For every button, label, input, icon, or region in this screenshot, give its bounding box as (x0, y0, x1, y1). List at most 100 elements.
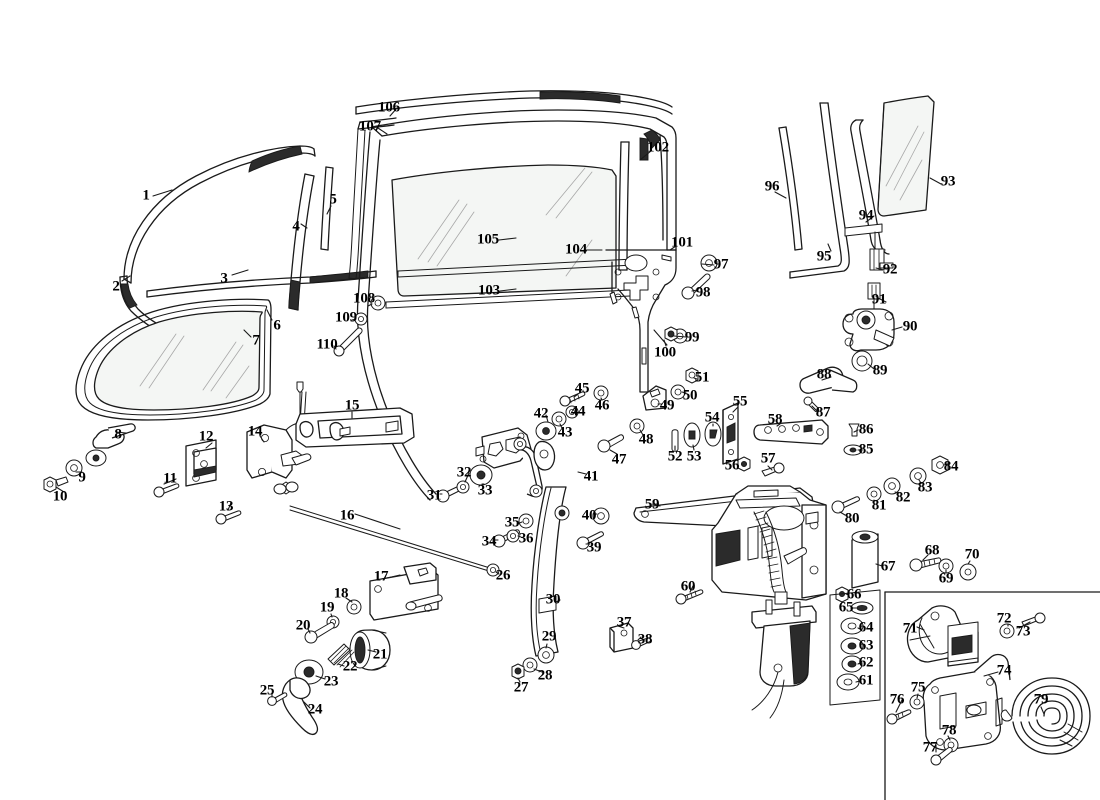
callout-101: 101 (671, 234, 693, 251)
callout-78: 78 (941, 722, 957, 739)
part-7-quarter-glass (93, 310, 263, 411)
part-39-bolt (576, 531, 604, 550)
callout-36: 36 (518, 530, 534, 547)
part-43-washer (551, 411, 567, 427)
part-68-bolt (909, 557, 942, 572)
callout-23: 23 (323, 673, 339, 690)
part-50-washer (670, 384, 686, 400)
callout-54: 54 (704, 409, 720, 426)
part-6-quarter-glass-seal (75, 298, 272, 421)
part-77-bolt (930, 747, 953, 766)
callout-37: 37 (616, 614, 632, 631)
callout-58: 58 (767, 411, 783, 428)
part-13-screw (215, 510, 242, 525)
part-70-washer (959, 563, 977, 581)
callout-11: 11 (163, 470, 177, 487)
callout-66: 66 (846, 586, 862, 603)
callout-88: 88 (816, 366, 832, 383)
callout-104: 104 (565, 241, 587, 258)
part-51-nut (685, 367, 699, 384)
part-86-screw (848, 423, 860, 437)
part-88-lever (799, 366, 858, 394)
callout-75: 75 (910, 679, 926, 696)
callout-67: 67 (880, 558, 896, 575)
callout-2: 2 (112, 278, 120, 295)
part-74-pump-housing (922, 653, 1011, 751)
part-67-spacer-sleeve (851, 530, 879, 589)
callout-60: 60 (680, 578, 696, 595)
part-89-bushing (851, 350, 873, 372)
part-84-nut (931, 455, 949, 475)
callout-46: 46 (594, 397, 610, 414)
callout-71: 71 (902, 620, 918, 637)
part-106-upper-outer-moulding (355, 90, 673, 115)
callout-22: 22 (342, 658, 358, 675)
part-62-washer (841, 655, 863, 673)
part-36-washer (506, 529, 520, 543)
callout-32: 32 (456, 464, 472, 481)
part-20-screw (304, 622, 335, 644)
part-102-door-frame (371, 109, 677, 251)
part-72-washer (999, 623, 1015, 639)
callout-57: 57 (760, 450, 776, 467)
callout-39: 39 (586, 539, 602, 556)
callout-86: 86 (858, 421, 874, 438)
part-38-screw (631, 637, 652, 650)
callout-87: 87 (815, 404, 831, 421)
part-35-washer (518, 513, 534, 529)
part-4-division-channel (288, 173, 315, 311)
callout-3: 3 (220, 270, 228, 287)
callout-14: 14 (247, 423, 263, 440)
part-75-washer (909, 694, 925, 710)
part-10-nut (43, 476, 69, 493)
callout-25: 25 (259, 682, 275, 699)
callout-35: 35 (504, 514, 520, 531)
callout-34: 34 (481, 533, 497, 550)
callout-64: 64 (858, 619, 874, 636)
part-32-washer (456, 480, 470, 494)
callout-31: 31 (426, 487, 442, 504)
part-54-roller (704, 421, 722, 447)
part-101-door-inner-panel (356, 131, 677, 501)
callout-56: 56 (724, 457, 740, 474)
callout-16: 16 (339, 507, 355, 524)
callout-59: 59 (644, 496, 660, 513)
part-53-roller (683, 422, 701, 448)
callout-20: 20 (295, 617, 311, 634)
part-3-lower-frame-moulding (146, 270, 377, 298)
callout-109: 109 (335, 309, 357, 326)
part-98-bolt (681, 273, 711, 300)
callout-92: 92 (882, 261, 898, 278)
callout-27: 27 (513, 679, 529, 696)
callout-43: 43 (557, 424, 573, 441)
part-71-actuator-housing (906, 605, 979, 667)
callout-26: 26 (495, 567, 511, 584)
part-15-exterior-handle (295, 407, 415, 448)
part-60-screw (675, 589, 704, 605)
callout-94: 94 (858, 207, 874, 224)
part-42-washer (535, 421, 557, 441)
callout-4: 4 (292, 218, 300, 235)
callout-95: 95 (816, 248, 832, 265)
part-99-nut (664, 326, 678, 342)
callout-63: 63 (858, 637, 874, 654)
part-96-quarter-seal (778, 126, 803, 251)
callout-28: 28 (537, 667, 553, 684)
callout-98: 98 (695, 284, 711, 301)
callout-99: 99 (684, 329, 700, 346)
part-95-quarter-frame (789, 102, 850, 279)
callout-40: 40 (581, 507, 597, 524)
part-65-washer (850, 601, 874, 615)
callout-9: 9 (78, 469, 86, 486)
callout-105: 105 (477, 231, 499, 248)
callout-96: 96 (764, 178, 780, 195)
callout-90: 90 (902, 318, 918, 335)
callout-84: 84 (943, 458, 959, 475)
part-107-inner-moulding (348, 117, 397, 280)
part-57-bolt (761, 462, 785, 477)
part-28-washer (522, 657, 538, 673)
part-29-washer (537, 646, 555, 664)
part-rail-roller (554, 505, 570, 521)
callout-91: 91 (871, 291, 887, 308)
